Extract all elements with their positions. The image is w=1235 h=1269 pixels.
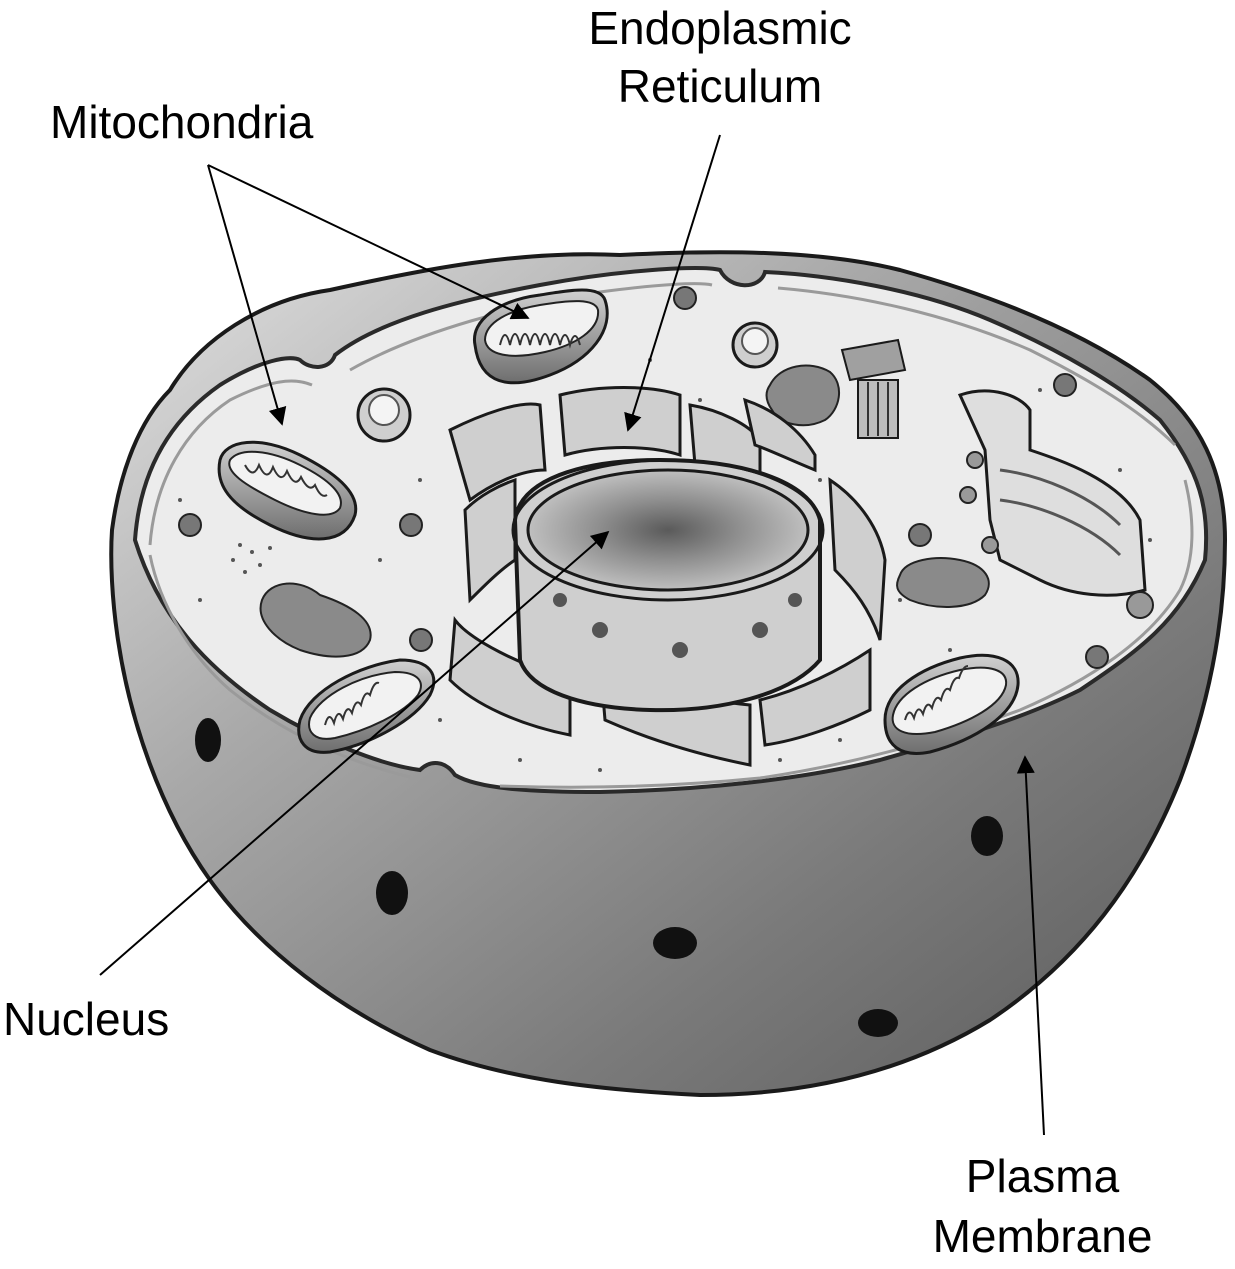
pore (376, 871, 408, 915)
pore (858, 1009, 898, 1037)
pore (653, 927, 697, 959)
label-pm-line1: Plasma (900, 1150, 1185, 1202)
label-plasma-membrane: Plasma Membrane (900, 1150, 1185, 1262)
label-mitochondria: Mitochondria (50, 96, 313, 148)
pore (195, 718, 221, 762)
label-endoplasmic-reticulum: Endoplasmic Reticulum (560, 2, 880, 112)
label-pm-line2: Membrane (900, 1210, 1185, 1262)
label-nucleus: Nucleus (3, 993, 169, 1045)
label-er-line2: Reticulum (560, 60, 880, 112)
label-er-line1: Endoplasmic (560, 2, 880, 54)
pore (971, 816, 1003, 856)
nucleus (513, 460, 823, 710)
lysosome (897, 558, 989, 607)
